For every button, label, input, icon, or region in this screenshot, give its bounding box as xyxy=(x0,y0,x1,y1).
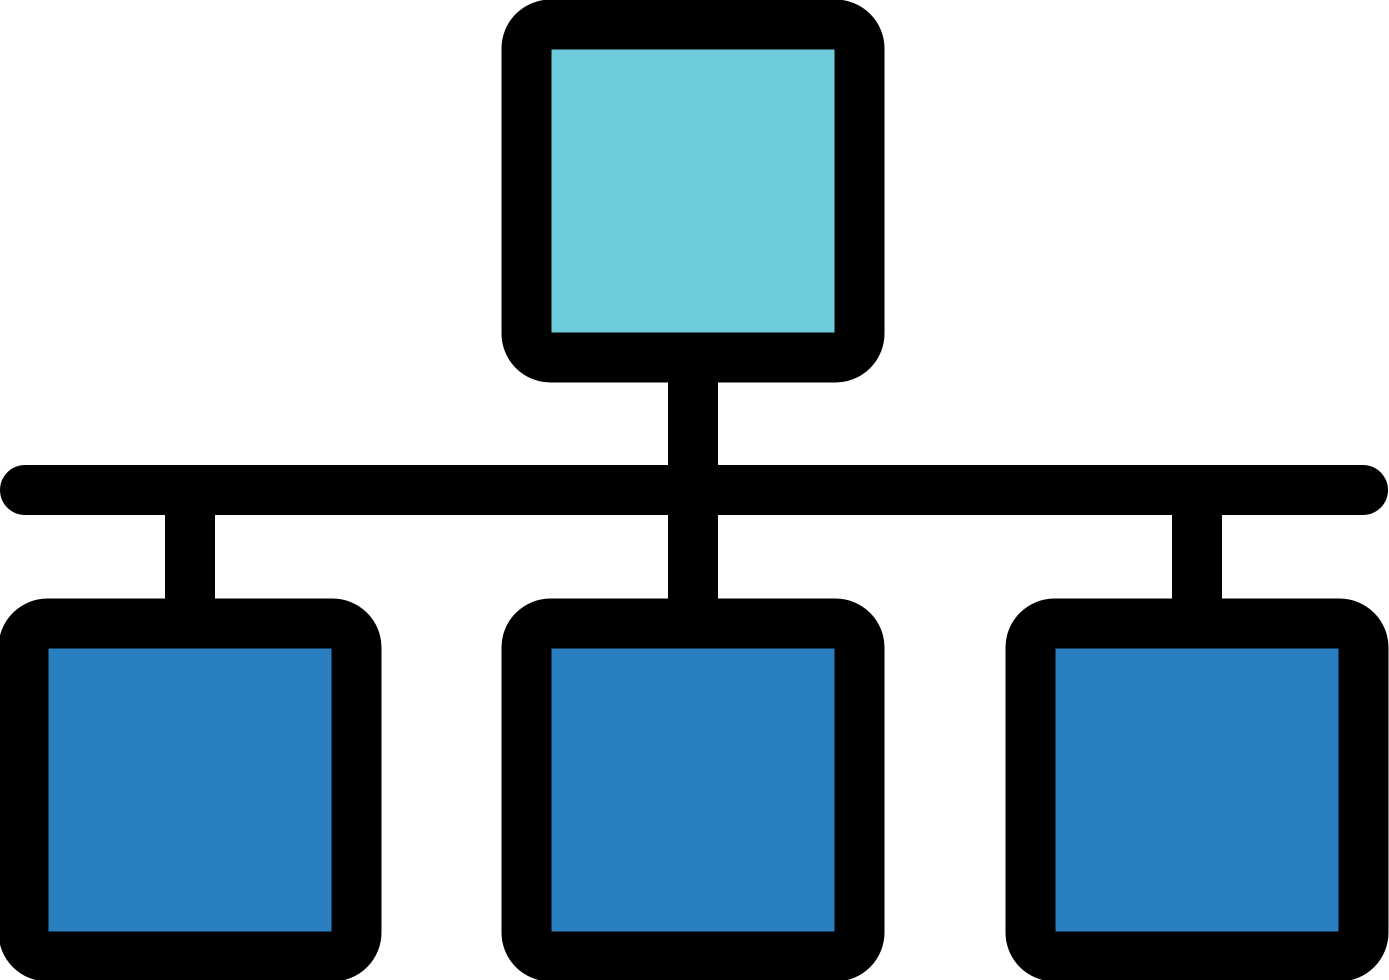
node-child-right-box xyxy=(1005,598,1389,980)
connectors xyxy=(0,331,1388,649)
node-root-box xyxy=(501,0,885,383)
node-child-center-box xyxy=(501,598,885,980)
node-child-left-box xyxy=(0,598,382,980)
